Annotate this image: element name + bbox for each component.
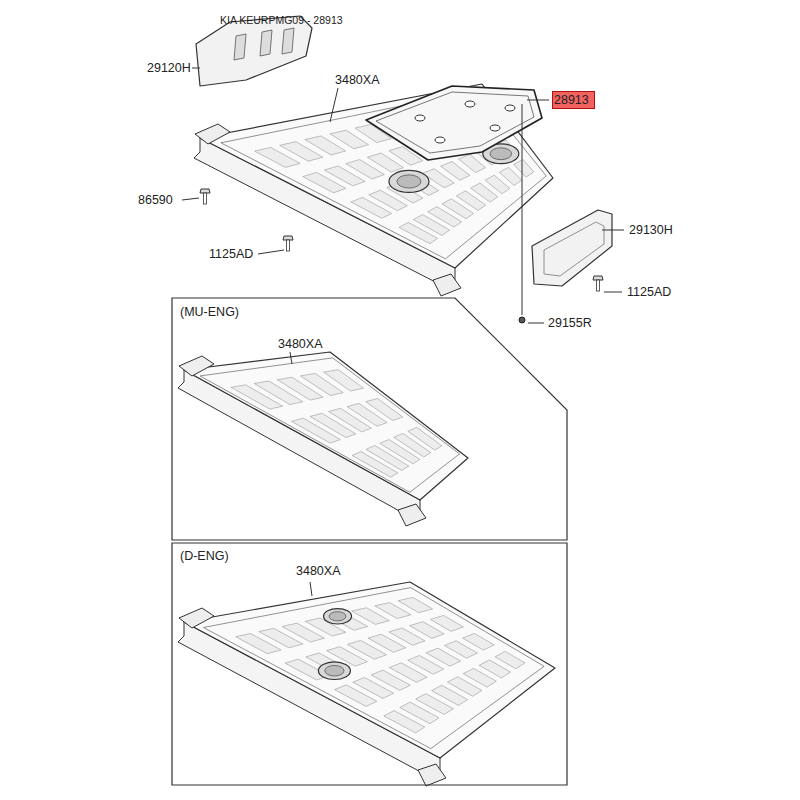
variant-heading: (D-ENG) — [180, 548, 229, 564]
mount-tab — [179, 608, 214, 628]
bolt-head — [283, 236, 293, 240]
skid-plate-lip — [178, 370, 420, 518]
variant-panel: (D-ENG) 3480XA — [172, 543, 568, 786]
skid-plate — [200, 84, 553, 268]
leader-line — [602, 230, 624, 231]
bolt-shank — [204, 193, 207, 204]
rib-cell — [499, 167, 521, 185]
panel-outline — [172, 543, 568, 786]
shield-slot — [282, 28, 294, 54]
insert-hole — [490, 125, 500, 131]
skid-plate-rim — [203, 588, 544, 749]
rib-cell — [458, 154, 485, 172]
shield-slot — [260, 30, 272, 56]
rib-cell — [408, 427, 442, 450]
callout-number: 1125AD — [208, 246, 254, 262]
part-number: 28913 — [554, 92, 593, 108]
drain-hole-inner — [397, 175, 421, 188]
insert-panel-rim — [376, 92, 534, 153]
diagram-title: KIA KEURPMG09 - 28913 — [220, 13, 343, 27]
leader-line — [310, 582, 312, 596]
drain-hole — [389, 170, 429, 192]
leader-line — [527, 100, 549, 101]
leader-line — [528, 323, 544, 324]
drain-hole-inner — [325, 665, 344, 676]
drain-hole-inner — [329, 612, 346, 621]
variant-panel: (MU-ENG) 3480XA — [172, 298, 568, 541]
skid-plate-rim — [200, 358, 459, 492]
skid-plate — [184, 582, 555, 758]
insert-hole — [465, 101, 475, 107]
part-number: 3480XA — [296, 563, 340, 579]
callout-number: 3480XA — [334, 72, 380, 88]
mount-tab — [195, 124, 230, 144]
side-cover — [532, 210, 612, 286]
clip-nut — [519, 317, 525, 323]
leader-line — [182, 198, 199, 200]
drain-hole — [318, 662, 350, 680]
shield-slot — [234, 34, 246, 60]
rib-cell — [495, 651, 525, 668]
rib-cell — [366, 399, 403, 421]
drain-hole — [324, 609, 352, 624]
bolt-head — [593, 276, 603, 280]
heat-shield — [196, 16, 312, 86]
rib-cell — [514, 159, 534, 177]
leader-line — [290, 352, 292, 364]
leader-line — [330, 88, 338, 122]
bolt-shank — [597, 280, 600, 291]
rib-cell — [398, 597, 433, 612]
leader-line — [522, 104, 523, 315]
mount-tab — [418, 764, 446, 786]
leader-line — [604, 292, 622, 293]
leader-line — [258, 250, 284, 254]
highlighted-part-number: 28913 — [552, 91, 595, 109]
part-number: 3480XA — [278, 336, 322, 352]
rib-cell — [324, 370, 364, 391]
variant-heading: (MU-ENG) — [180, 304, 239, 320]
callout-number: 1125AD — [626, 284, 672, 300]
rib-cell — [463, 633, 494, 650]
panel-outline — [172, 298, 568, 541]
bolt-head — [200, 189, 210, 193]
insert-hole — [435, 137, 445, 143]
insert-hole — [505, 105, 515, 111]
leader-line — [192, 68, 200, 69]
skid-plate — [184, 352, 468, 500]
drain-hole-inner — [490, 148, 512, 160]
insert-hole — [415, 115, 425, 121]
panel-border — [172, 543, 567, 785]
side-cover-rib — [544, 222, 604, 276]
mount-tab — [398, 504, 426, 526]
insert-panel — [366, 86, 542, 160]
callout-number: 86590 — [137, 192, 174, 208]
callout-number: 29155R — [547, 315, 593, 331]
bolt-shank — [287, 240, 290, 251]
panel-border — [172, 298, 567, 540]
mount-tab — [179, 356, 214, 376]
rib-cell — [430, 615, 463, 631]
callout-number: 29120H — [146, 60, 192, 76]
callout-number: 29130H — [628, 222, 674, 238]
mount-tab — [433, 274, 461, 296]
